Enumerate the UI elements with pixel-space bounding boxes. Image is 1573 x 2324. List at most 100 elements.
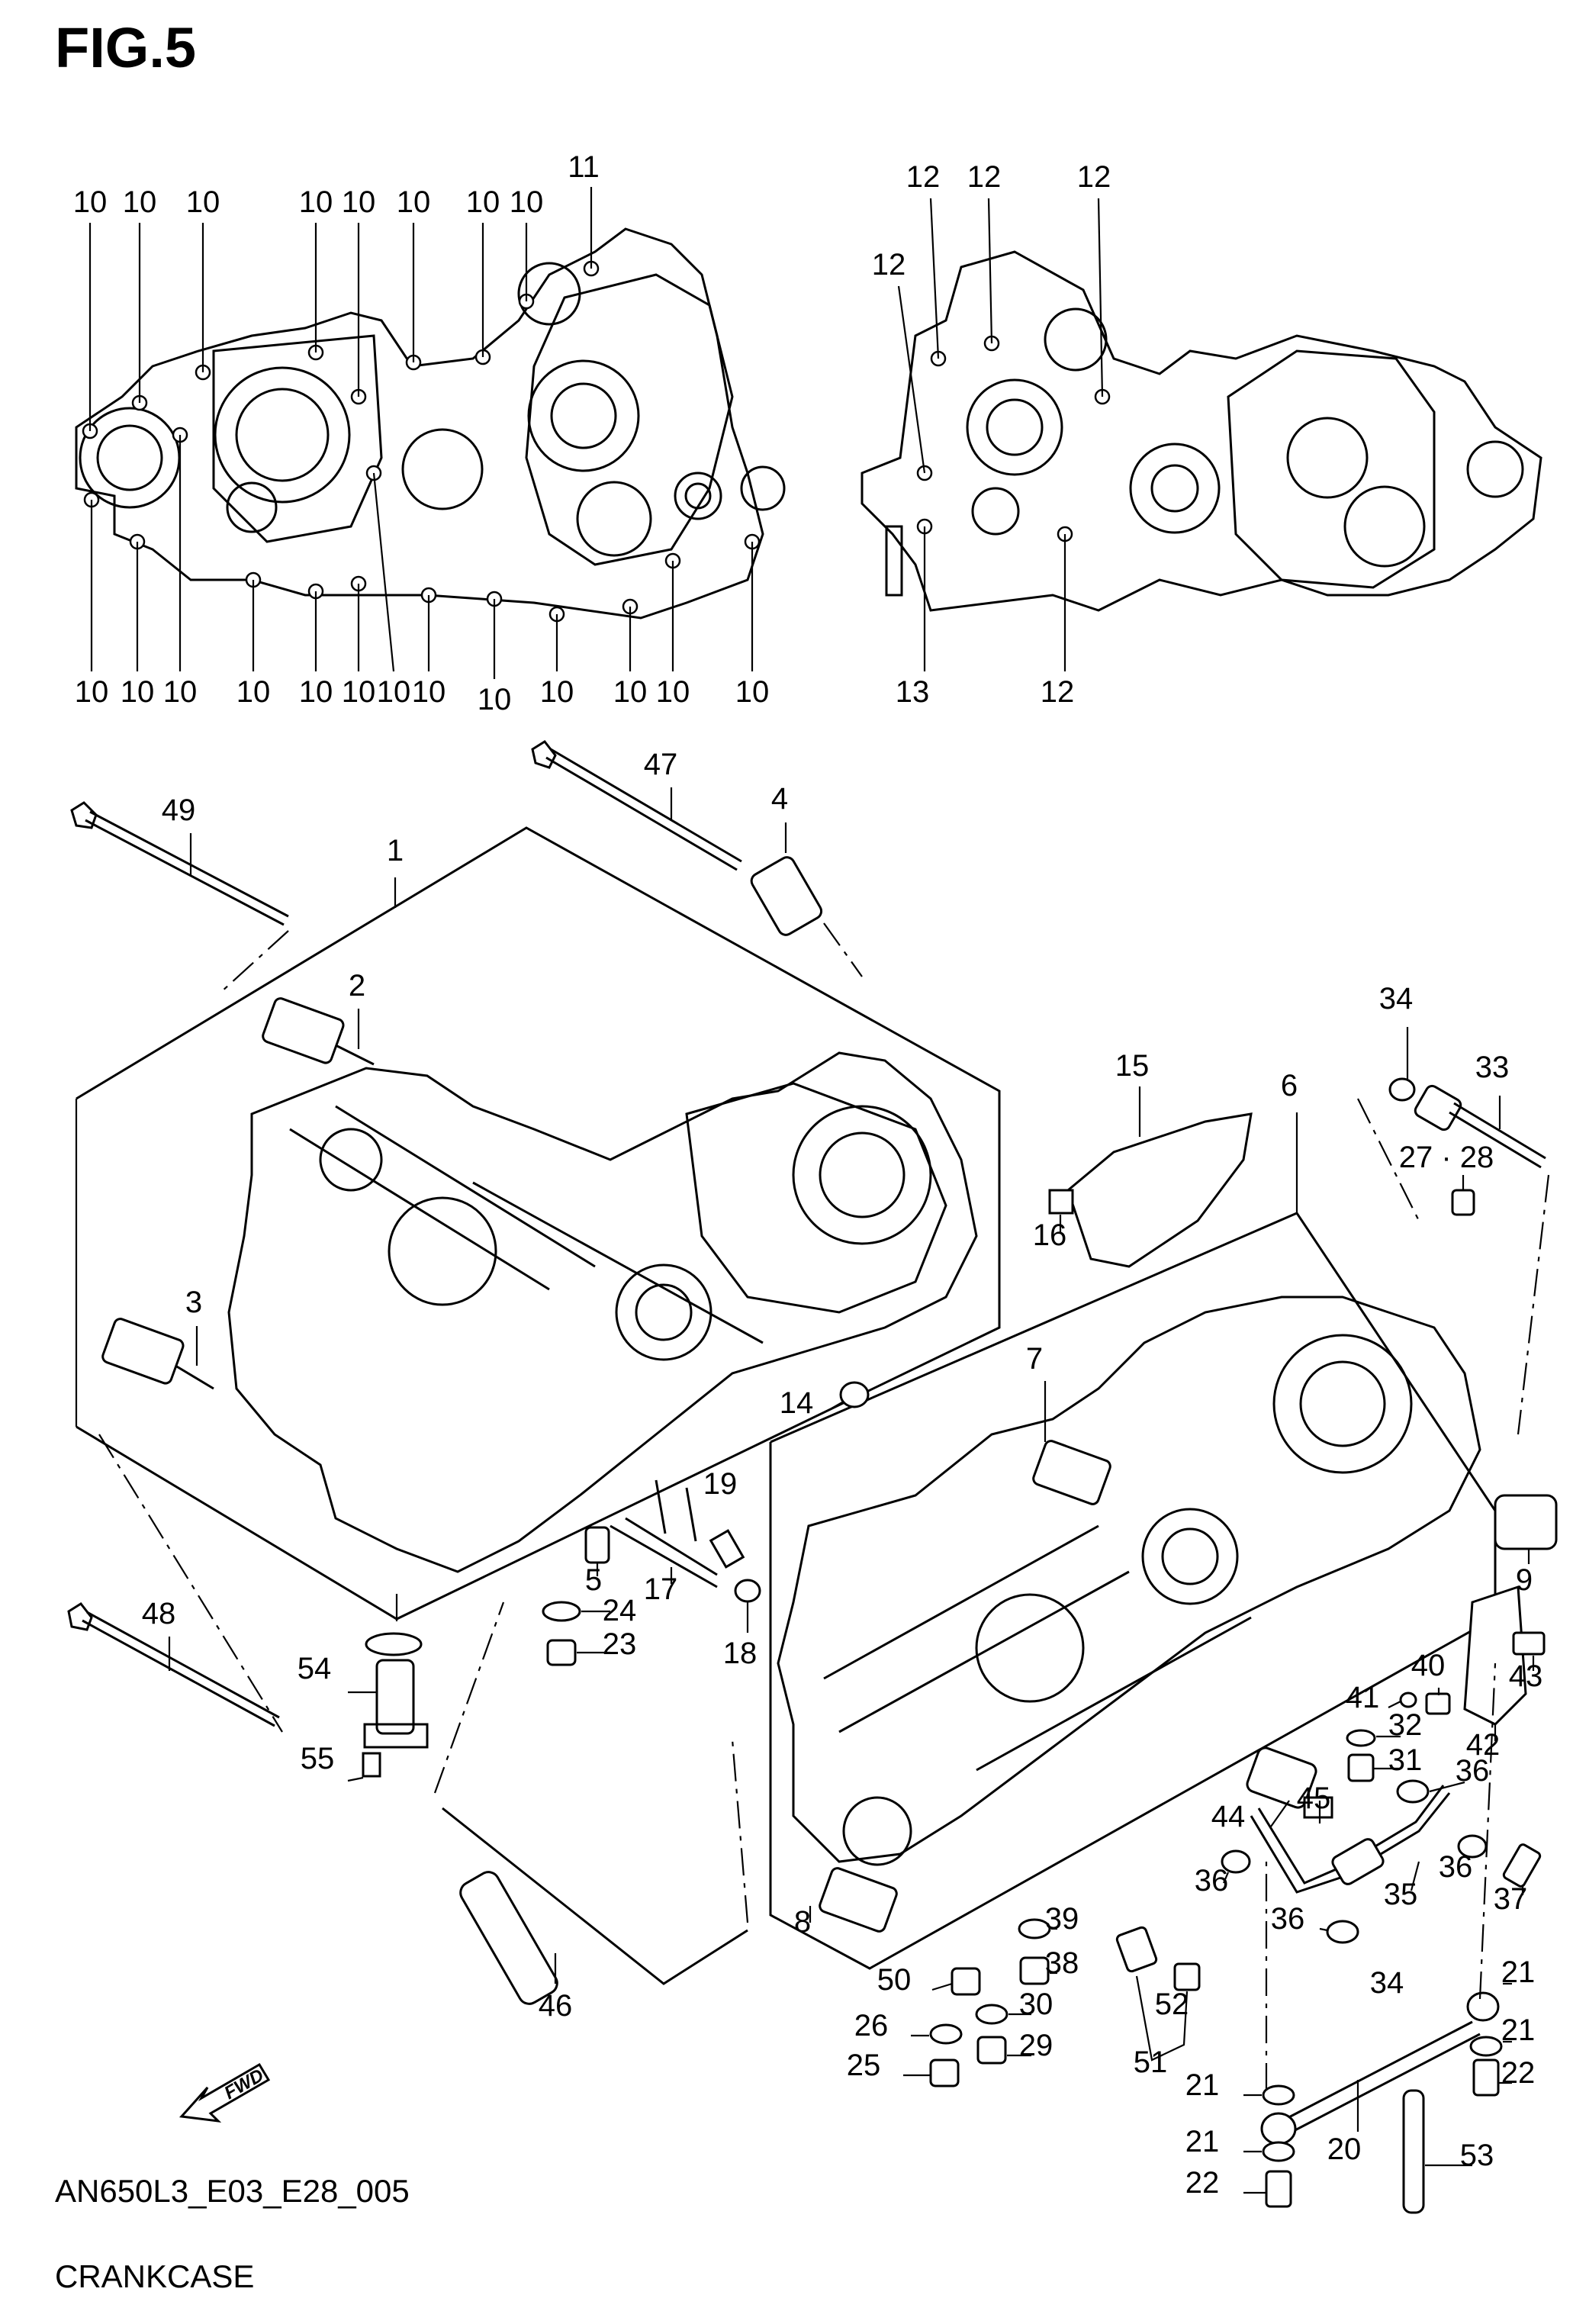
parts-5-17-18-19-23-24: [542, 1479, 761, 1666]
forward-label: FWD: [221, 2065, 268, 2104]
callout-c12b: 12: [967, 160, 1002, 194]
callout-c25: 25: [847, 2049, 881, 2082]
callout-c10d: 10: [299, 185, 333, 219]
callout-c24: 24: [603, 1594, 637, 1627]
right-case-half-outline: [860, 250, 1542, 612]
callout-c10a: 10: [73, 185, 108, 219]
callout-c51: 51: [1134, 2046, 1168, 2079]
callout-c38: 38: [1045, 1946, 1079, 1980]
callout-c10l: 10: [236, 675, 271, 709]
callout-c18: 18: [723, 1637, 758, 1670]
callout-c3: 3: [185, 1286, 202, 1319]
right-case-bolt-holes: [916, 335, 1111, 542]
callout-c10r: 10: [540, 675, 574, 709]
part-54-sensor: [348, 1587, 429, 1749]
callout-c7: 7: [1026, 1342, 1043, 1376]
callout-c12d: 12: [872, 248, 906, 282]
part-3-dowel: [101, 1318, 214, 1390]
upper-crankcase-assembly-frame: [75, 826, 1001, 1621]
callout-c31: 31: [1388, 1743, 1423, 1777]
callout-c52: 52: [1155, 1988, 1189, 2021]
part-48-path: [98, 1434, 283, 1733]
callout-c34b: 34: [1370, 1966, 1404, 2000]
callout-c26: 26: [854, 2009, 889, 2042]
callout-c42: 42: [1466, 1728, 1501, 1762]
part-4-dowel: [750, 822, 863, 977]
parts-31-32-40-41-42-43: [1346, 1585, 1546, 1782]
part-49-bolt: [70, 801, 289, 926]
callout-c12e: 12: [1041, 675, 1075, 709]
callout-c10f: 10: [397, 185, 431, 219]
callout-c39: 39: [1045, 1902, 1079, 1936]
callout-c6: 6: [1281, 1069, 1298, 1102]
part-47-bolt: [531, 740, 742, 871]
callout-c10q: 10: [478, 683, 512, 716]
callout-c41: 41: [1346, 1681, 1380, 1714]
part-14-oring: [831, 1381, 870, 1409]
part-55-screw: [347, 1752, 381, 1782]
callout-c13: 13: [896, 675, 930, 709]
callout-c21c: 21: [1185, 2068, 1220, 2102]
callout-c4: 4: [771, 782, 788, 816]
callout-c10h: 10: [510, 185, 544, 219]
callout-c5: 5: [585, 1563, 602, 1597]
callout-c19: 19: [703, 1467, 738, 1501]
parts-51-52-switch: [1115, 1926, 1201, 2062]
callout-c54: 54: [298, 1652, 332, 1685]
callout-c10n: 10: [342, 675, 376, 709]
callout-c21b: 21: [1501, 2013, 1536, 2047]
part-16-bolt: [1048, 1189, 1074, 1232]
figure-title: FIG.5: [55, 16, 197, 79]
callout-c34a: 34: [1379, 982, 1414, 1016]
callout-c12c: 12: [1077, 160, 1111, 194]
callout-c11: 11: [568, 150, 600, 184]
callout-c10p: 10: [412, 675, 446, 709]
diagram-caption: CRANKCASE: [55, 2258, 255, 2294]
part-8-dowel: [809, 1867, 898, 1933]
part-7-dowel: [1032, 1381, 1111, 1505]
part-49-path: [220, 930, 289, 993]
callout-c23: 23: [603, 1627, 637, 1661]
callout-c53: 53: [1460, 2139, 1494, 2172]
part-9-dowel: [1494, 1494, 1558, 1564]
callout-c48: 48: [142, 1597, 176, 1630]
callout-c10u: 10: [735, 675, 770, 709]
callout-c21d: 21: [1185, 2125, 1220, 2158]
callout-c30: 30: [1019, 1988, 1053, 2021]
callout-c10i: 10: [75, 675, 109, 709]
upper-crankcase-outline: [227, 1051, 978, 1573]
callout-c10j: 10: [121, 675, 155, 709]
callout-c10e: 10: [342, 185, 376, 219]
callout-c2: 2: [349, 969, 365, 1003]
callout-c20: 20: [1327, 2132, 1362, 2166]
callout-c36c: 36: [1439, 1850, 1473, 1884]
callout-c50: 50: [877, 1963, 912, 1997]
callout-c10m: 10: [299, 675, 333, 709]
callout-c17: 17: [644, 1572, 678, 1606]
callout-c33: 33: [1475, 1051, 1510, 1084]
callout-c29: 29: [1019, 2029, 1053, 2062]
oil-hose-parts-20-21-22-53: [1243, 1663, 1512, 2214]
callout-c36d: 36: [1271, 1902, 1305, 1936]
oil-drain-parts-25-26-29-30-38-39-50: [903, 1918, 1057, 2087]
callout-c10t: 10: [656, 675, 690, 709]
lower-crankcase-outline: [777, 1296, 1481, 1866]
callout-c32: 32: [1388, 1708, 1423, 1742]
part-15-cover: [1066, 1086, 1253, 1268]
callout-c10k: 10: [163, 675, 198, 709]
callout-c12a: 12: [906, 160, 941, 194]
callout-c21a: 21: [1501, 1955, 1536, 1989]
callout-c27-28: 27 · 28: [1399, 1141, 1494, 1174]
callout-c10b: 10: [123, 185, 157, 219]
callout-c40: 40: [1411, 1649, 1446, 1682]
part-48-bolt: [67, 1602, 280, 1727]
callout-c14: 14: [780, 1386, 814, 1420]
callout-c15: 15: [1115, 1049, 1150, 1083]
part-46-pipe: [433, 1601, 749, 2005]
callout-c37: 37: [1494, 1882, 1528, 1916]
oil-pipe-parts-35-36-37-44-45: [1221, 1746, 1542, 1944]
callout-c10g: 10: [466, 185, 500, 219]
callout-c9: 9: [1516, 1563, 1533, 1597]
callout-c35: 35: [1384, 1878, 1418, 1911]
